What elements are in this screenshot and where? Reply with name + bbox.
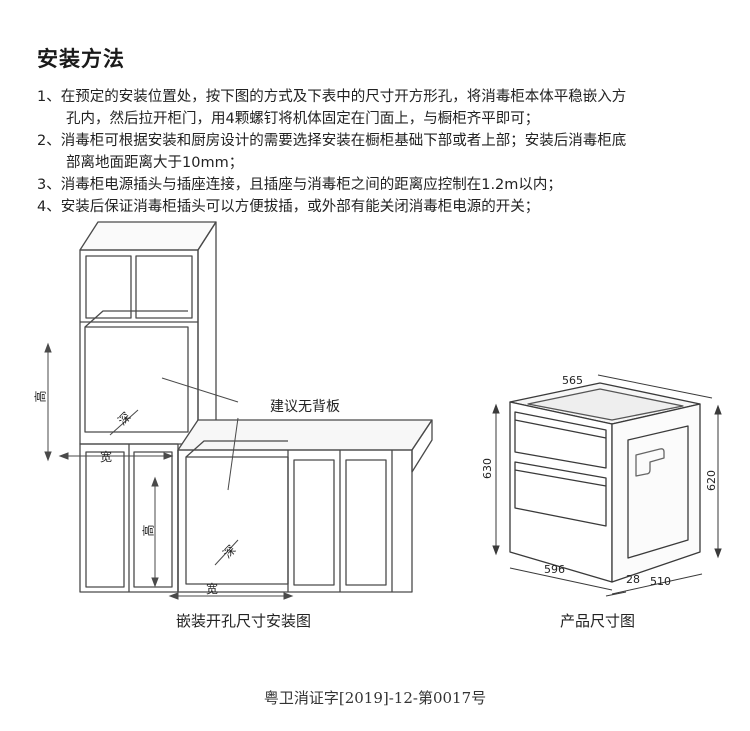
instruction-1-line-1: 1、在预定的安装位置处，按下图的方式及下表中的尺寸开方形孔，将消毒柜本体平稳嵌入… (37, 89, 627, 105)
dim-right-height: 620 (705, 470, 718, 491)
dim-top-width: 565 (562, 374, 583, 387)
certificate-number: 粤卫消证字[2019]-12-第0017号 (263, 689, 487, 707)
right-lower-cabinets (293, 450, 393, 592)
lower-width-label: 宽 (206, 582, 219, 596)
dim-left-height: 630 (481, 458, 494, 479)
dim-bottom-width: 596 (544, 563, 565, 576)
left-diagram-caption: 嵌装开孔尺寸安装图 (176, 612, 312, 630)
dim-door-thickness: 28 (626, 573, 640, 586)
instruction-1-line-2: 孔内，然后拉开柜门，用4颗螺钉将机体固定在门面上，与橱柜齐平即可； (66, 111, 540, 127)
instruction-3: 3、消毒柜电源插头与插座连接，且插座与消毒柜之间的距离应控制在1.2m以内； (37, 177, 562, 193)
instruction-4: 4、安装后保证消毒柜插头可以方便拔插，或外部有能关闭消毒柜电源的开关； (37, 199, 540, 215)
section-title: 安装方法 (37, 47, 125, 71)
tall-cabinet (79, 221, 217, 445)
instruction-2-line-1: 2、消毒柜可根据安装和厨房设计的需要选择安装在橱柜基础下部或者上部；安装后消毒柜… (37, 133, 627, 149)
lower-opening-cabinet (177, 440, 413, 593)
dim-depth: 510 (650, 575, 671, 588)
right-diagram-caption: 产品尺寸图 (560, 612, 636, 630)
instruction-2-line-2: 部离地面距离大于10mm； (66, 155, 244, 171)
note-no-backplate: 建议无背板 (270, 399, 340, 415)
upper-width-label: 宽 (100, 450, 113, 464)
